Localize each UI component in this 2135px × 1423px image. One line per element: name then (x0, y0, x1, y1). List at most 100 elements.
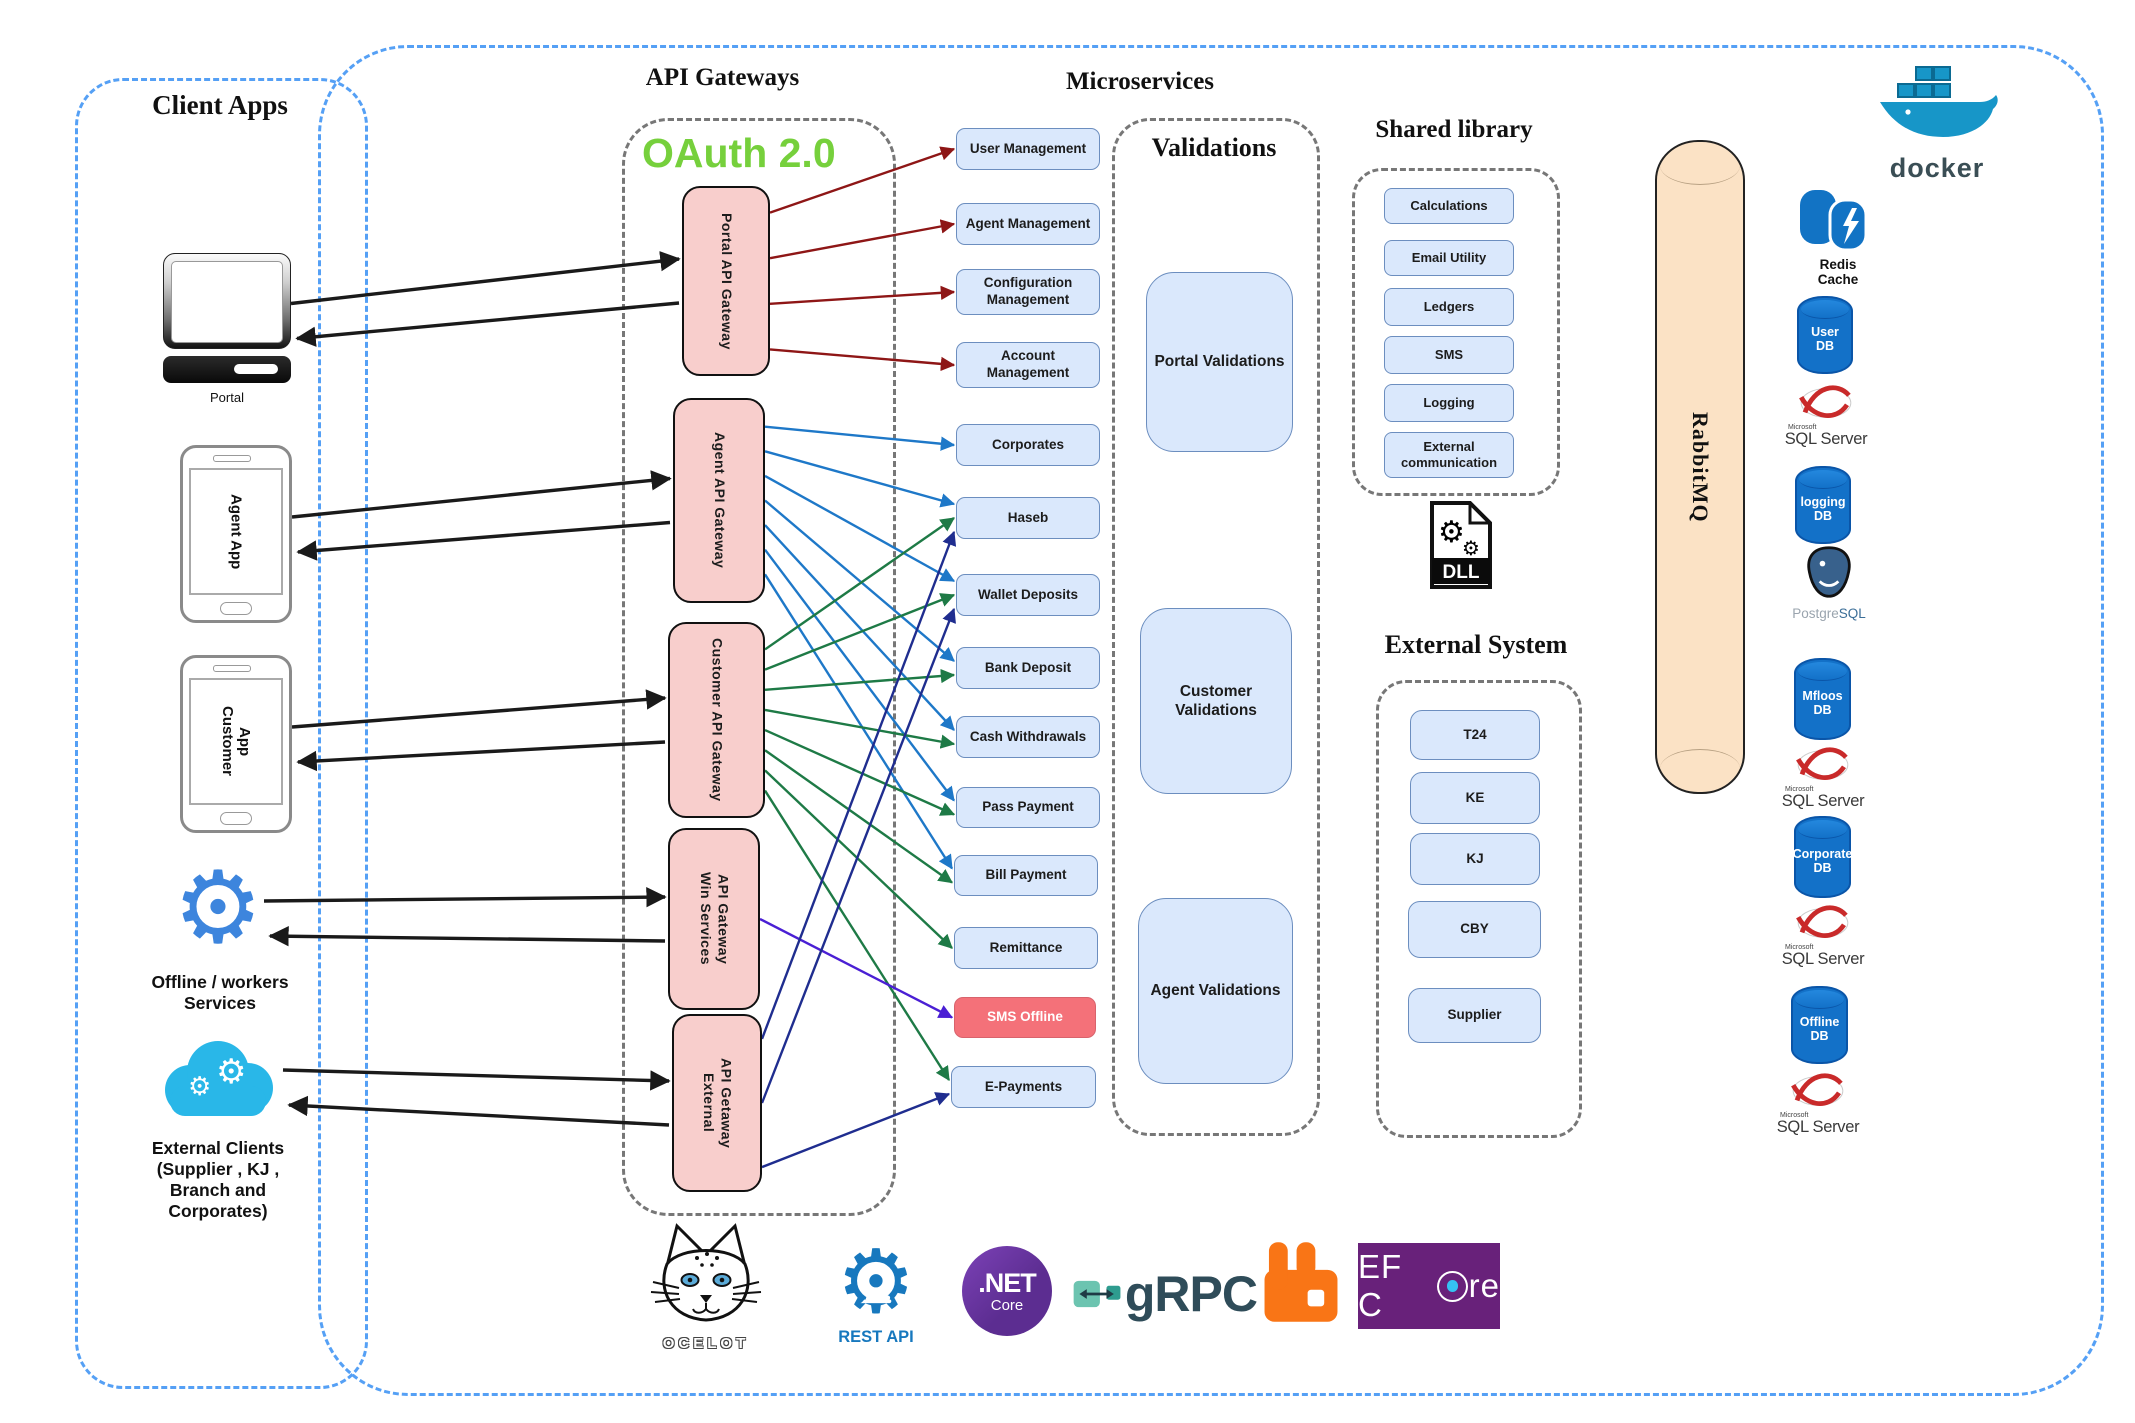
logging-db: logging DB (1795, 466, 1851, 544)
wallet-dep: Wallet Deposits (956, 574, 1100, 616)
cby: CBY (1408, 901, 1541, 958)
win-gw: Win Services API Gateway (668, 828, 760, 1010)
sql-server-label: SQL Server (1784, 430, 1868, 448)
mfloos-db: Mfloos DB (1794, 658, 1851, 740)
customer-gw: Customer API Gateway (668, 622, 765, 818)
offline-db: Offline DB (1791, 986, 1848, 1064)
sql-server-logo: Microsoft SQL Server (1775, 900, 1871, 969)
logging-lib: Logging (1384, 384, 1514, 422)
rest-api-label: REST API (838, 1328, 914, 1346)
dotnet-label: .NET (978, 1268, 1037, 1298)
account-mgmt: Account Management (956, 342, 1100, 388)
ledgers: Ledgers (1384, 288, 1514, 326)
haseb: Haseb (956, 497, 1100, 539)
sql-server-label: SQL Server (1781, 792, 1865, 810)
bank-dep: Bank Deposit (956, 647, 1100, 689)
agent-gw: Agent API Gateway (673, 398, 765, 603)
client-apps-title: Client Apps (152, 90, 288, 120)
customer-val: Customer Validations (1140, 608, 1292, 794)
user-db-label: User DB (1811, 325, 1839, 353)
cloud-gear-icon: ⚙ (216, 1052, 247, 1092)
t24: T24 (1410, 710, 1540, 760)
dotnet-core-sublabel: Core (990, 1297, 1024, 1314)
ef-core-ring-icon (1437, 1270, 1468, 1302)
sql-server-label: SQL Server (1776, 1118, 1860, 1136)
sql-server-logo: Microsoft SQL Server (1770, 1068, 1866, 1137)
oauth-label: OAuth 2.0 (642, 130, 836, 176)
agent-app-phone-icon: Agent App (180, 445, 292, 623)
rabbitmq-queue: RabbitMQ (1655, 140, 1745, 794)
sql-server-logo: Microsoft SQL Server (1778, 380, 1874, 449)
external-comm: External communication (1384, 432, 1514, 478)
offline-workers-label: Offline / workers Services (151, 972, 289, 1013)
redis-cache-icon (1800, 190, 1868, 252)
rabbitmq-logo (1262, 1240, 1342, 1328)
config-mgmt: Configuration Management (956, 269, 1100, 315)
svg-text:⚙: ⚙ (1438, 515, 1465, 550)
email-utility: Email Utility (1384, 240, 1514, 276)
client-apps-region (75, 78, 368, 1389)
sms-offline: SMS Offline (954, 997, 1096, 1038)
remittance: Remittance (954, 927, 1098, 969)
calculations: Calculations (1384, 188, 1514, 224)
microsoft-label: Microsoft (1785, 786, 1814, 793)
sql-server-swirl-icon (1799, 385, 1852, 418)
logging-db-label: logging DB (1800, 495, 1846, 523)
corporates: Corporates (956, 424, 1100, 466)
sql-server-logo: Microsoft SQL Server (1775, 742, 1871, 811)
cash-wd: Cash Withdrawals (956, 716, 1100, 758)
rest-api-cloud-icon: ☁ (859, 1272, 893, 1312)
corporate-db: Corporate DB (1792, 816, 1853, 898)
agent-val: Agent Validations (1138, 898, 1293, 1084)
external-gw: External API Getaway (672, 1014, 762, 1192)
grpc-logo: gRPC (1072, 1248, 1258, 1340)
user-mgmt: User Management (956, 128, 1100, 170)
portal-label: Portal (210, 390, 244, 405)
external-system-region (1376, 680, 1582, 1138)
postgresql-label: PostgreSQL (1792, 606, 1866, 621)
shared-library-title: Shared library (1375, 116, 1533, 143)
svg-text:⚙: ⚙ (1462, 536, 1480, 560)
agent-app-label: Agent App (189, 468, 283, 595)
docker-whale-icon (1880, 66, 1998, 137)
portal-computer-icon (163, 253, 291, 383)
user-db: User DB (1797, 296, 1853, 374)
bill-pay: Bill Payment (954, 855, 1098, 896)
microsoft-label: Microsoft (1788, 424, 1817, 431)
grpc-icon (1073, 1280, 1121, 1308)
grpc-label: gRPC (1124, 1266, 1258, 1322)
external-clients-cloud-icon: ⚙ ⚙ (152, 1030, 284, 1132)
rest-api-logo: ⚙ ☁ REST API (820, 1238, 932, 1347)
validations-region (1112, 118, 1320, 1136)
e-payments: E-Payments (951, 1066, 1096, 1108)
ocelot-wordmark: OCELOT (662, 1335, 750, 1352)
dotnet-core-logo: .NET Core (962, 1246, 1052, 1336)
postgresql-logo: PostgreSQL (1784, 543, 1874, 621)
api-gateways-title: API Gateways (645, 64, 800, 91)
ke: KE (1410, 772, 1540, 824)
shared-library-region (1352, 168, 1560, 496)
microsoft-label: Microsoft (1780, 1112, 1809, 1119)
cloud-gear-icon: ⚙ (188, 1072, 212, 1102)
ef-core-label-right: re (1468, 1267, 1500, 1304)
corporate-db-label: Corporate DB (1792, 847, 1853, 875)
docker-wordmark: docker (1889, 153, 1985, 183)
offline-db-label: Offline DB (1799, 1015, 1840, 1043)
sms-lib: SMS (1384, 336, 1514, 374)
external-system-title: External System (1384, 630, 1568, 659)
agent-mgmt: Agent Management (956, 203, 1100, 245)
supplier: Supplier (1408, 988, 1541, 1043)
portal-val: Portal Validations (1146, 272, 1293, 452)
ocelot-cat-icon (650, 1223, 762, 1322)
redis-cache: Redis Cache (1796, 188, 1880, 287)
mfloos-db-label: Mfloos DB (1802, 689, 1843, 717)
portal-gw: Portal API Gateway (682, 186, 770, 376)
svg-text:DLL: DLL (1443, 562, 1480, 583)
validations-title: Validations (1151, 133, 1277, 162)
customer-app-phone-icon: Customer App (180, 655, 292, 833)
dll-file-icon: ⚙ ⚙ DLL (1428, 500, 1494, 590)
docker-logo: docker (1868, 60, 2006, 184)
ocelot-logo: OCELOT (645, 1220, 767, 1352)
